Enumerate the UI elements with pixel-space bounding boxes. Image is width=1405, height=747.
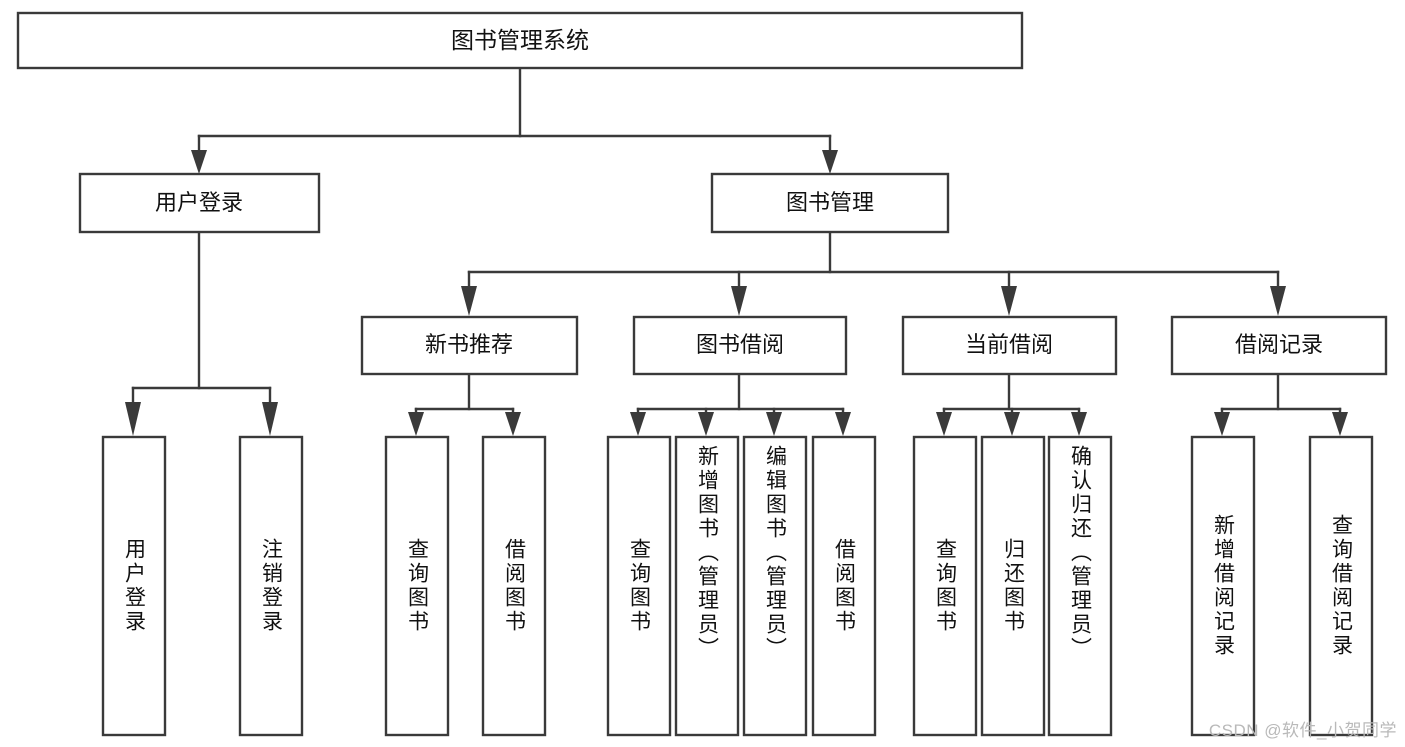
node-user-login-label: 用户登录 [155, 190, 243, 215]
arrow-head-current-borrow [1001, 286, 1017, 316]
node-new-book-recommend[interactable] [360, 315, 579, 376]
node-book-borrow-label: 图书借阅 [696, 332, 784, 357]
node-leaf-add-book[interactable] [674, 435, 740, 737]
node-root-label: 图书管理系统 [451, 27, 589, 53]
node-leaf-query-record[interactable] [1308, 435, 1374, 737]
arrow-head-leaf-add-book [698, 412, 714, 436]
connector-layer [125, 66, 1348, 436]
arrow-head-leaf-query-book-2 [630, 412, 646, 436]
arrow-head-leaf-user-login [125, 402, 141, 436]
node-book-manage-label: 图书管理 [786, 190, 874, 215]
node-layer: 图书管理系统 用户登录 图书管理 新书推荐 图书借阅 当前借阅 借阅记录 [16, 11, 1388, 737]
arrow-head-borrow-record [1270, 286, 1286, 316]
node-leaf-user-login[interactable] [101, 435, 167, 737]
arrow-head-leaf-return-book [1004, 412, 1020, 436]
node-new-book-recommend-label: 新书推荐 [425, 332, 513, 357]
arrow-head-leaf-borrow-book-2 [835, 412, 851, 436]
arrow-head-book-borrow [731, 286, 747, 316]
node-leaf-return-book[interactable] [980, 435, 1046, 737]
arrow-head-new-book-recommend [461, 286, 477, 316]
arrow-head-book-manage [822, 150, 838, 174]
node-leaf-add-record[interactable] [1190, 435, 1256, 737]
node-leaf-logout[interactable] [238, 435, 304, 737]
node-borrow-record-label: 借阅记录 [1235, 332, 1323, 357]
node-user-login[interactable] [78, 172, 321, 234]
node-root[interactable] [16, 11, 1024, 70]
node-leaf-query-book-2[interactable] [606, 435, 672, 737]
arrow-head-leaf-query-record [1332, 412, 1348, 436]
node-leaf-query-book-3[interactable] [912, 435, 978, 737]
arrow-head-leaf-confirm-return [1071, 412, 1087, 436]
arrow-head-leaf-edit-book [766, 412, 782, 436]
node-leaf-query-book-1[interactable] [384, 435, 450, 737]
watermark-text: CSDN @软件_小贺同学 [1208, 721, 1397, 740]
arrow-head-leaf-logout [262, 402, 278, 436]
node-current-borrow[interactable] [901, 315, 1118, 376]
node-leaf-confirm-return[interactable] [1047, 435, 1113, 737]
arrow-head-leaf-query-book-3 [936, 412, 952, 436]
arrow-head-leaf-borrow-book-1 [505, 412, 521, 436]
arrow-head-leaf-query-book-1 [408, 412, 424, 436]
node-leaf-edit-book[interactable] [742, 435, 808, 737]
node-current-borrow-label: 当前借阅 [965, 332, 1053, 357]
arrow-head-user-login [191, 150, 207, 174]
node-leaf-borrow-book-1[interactable] [481, 435, 547, 737]
node-book-borrow[interactable] [632, 315, 848, 376]
node-leaf-borrow-book-2[interactable] [811, 435, 877, 737]
arrow-head-leaf-add-record [1214, 412, 1230, 436]
node-borrow-record[interactable] [1170, 315, 1388, 376]
node-book-manage[interactable] [710, 172, 950, 234]
